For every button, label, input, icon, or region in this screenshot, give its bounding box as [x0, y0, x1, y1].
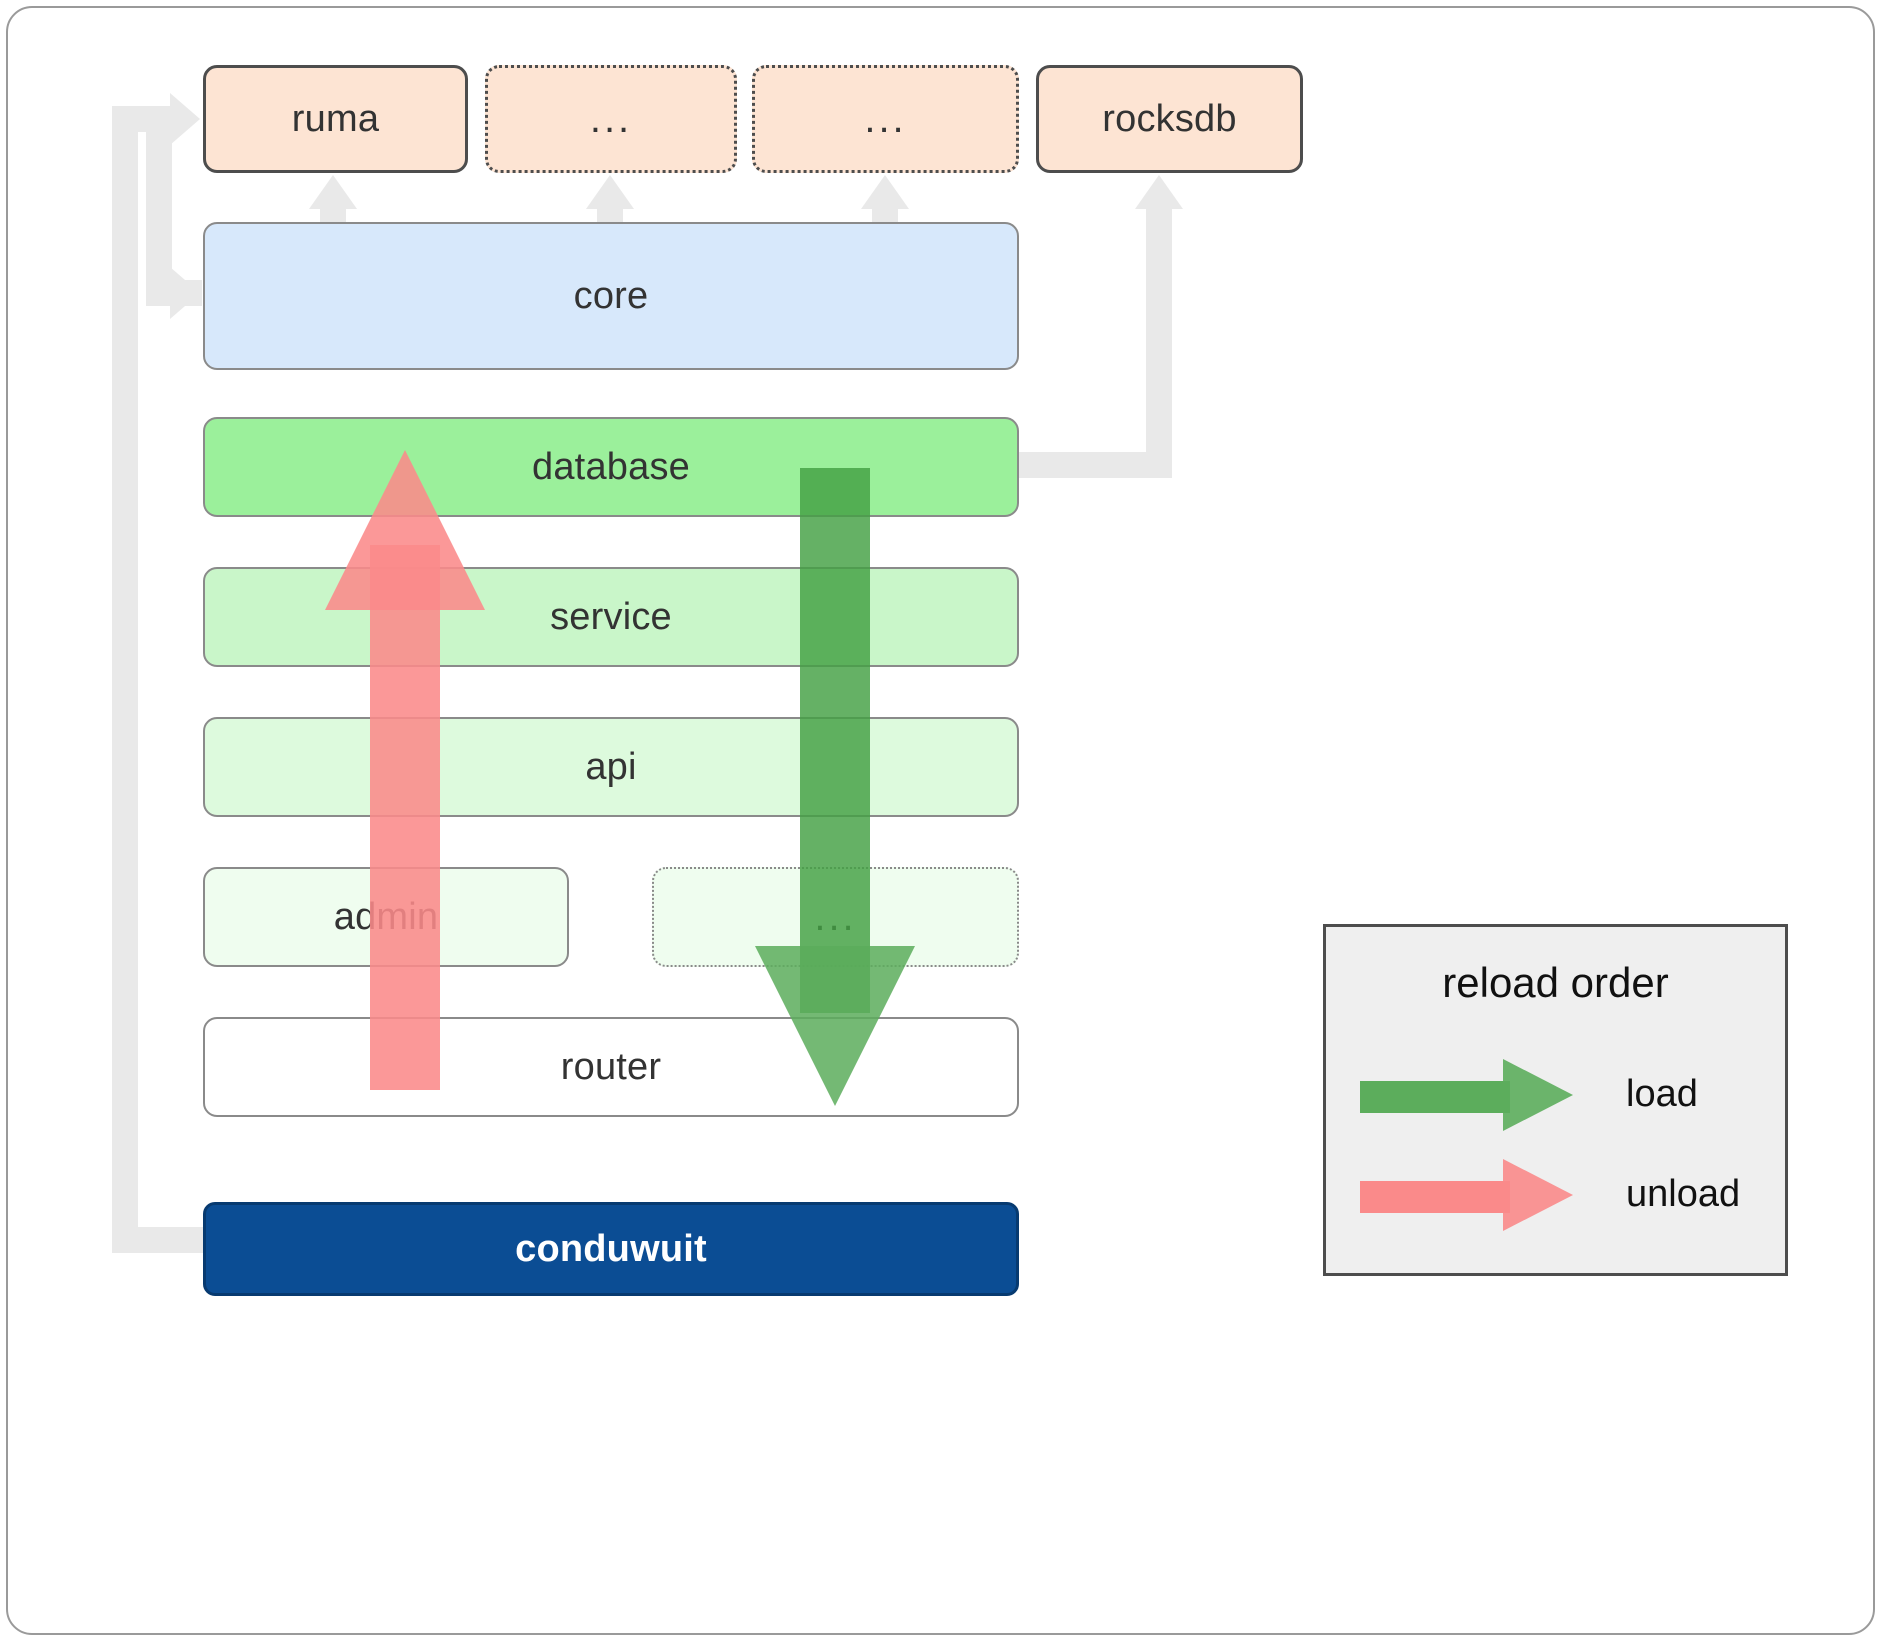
connector-core-to-dots1-arrowhead — [586, 175, 634, 209]
legend-item-load — [1360, 1059, 1620, 1135]
stack-label-service: service — [550, 595, 672, 638]
legend-unload-label: unload — [1626, 1173, 1741, 1215]
stack-box-api[interactable]: api — [203, 717, 1019, 817]
unload-arrow — [325, 450, 485, 1090]
dependency-label-ellipsis-2: ... — [864, 97, 907, 141]
legend-load-arrow-shaft — [1360, 1081, 1510, 1113]
stack-box-core[interactable]: core — [203, 222, 1019, 370]
legend-unload-arrow-head — [1503, 1159, 1573, 1231]
dependency-label-ruma: ruma — [291, 97, 380, 140]
load-arrow-head — [755, 946, 915, 1106]
dependency-box-ruma[interactable]: ruma — [203, 65, 468, 173]
unload-arrow-head — [325, 450, 485, 610]
legend-load-label: load — [1626, 1073, 1698, 1115]
stack-label-database: database — [532, 445, 690, 488]
dependency-label-rocksdb: rocksdb — [1102, 97, 1237, 140]
legend-load-arrow-head — [1503, 1059, 1573, 1131]
dependency-box-ellipsis-2[interactable]: ... — [752, 65, 1019, 173]
connector-conduwuit-trunk — [112, 106, 138, 1253]
stack-label-core: core — [573, 274, 649, 317]
connector-database-to-rocksdb-horizontal — [1012, 452, 1172, 478]
stack-label-router: router — [560, 1045, 662, 1088]
unload-arrow-shaft — [370, 545, 440, 1090]
binary-label-conduwuit: conduwuit — [515, 1227, 707, 1270]
connector-to-core-vertical — [146, 106, 172, 286]
legend-panel: reload order load unload — [1323, 924, 1788, 1276]
legend-item-unload — [1360, 1159, 1620, 1235]
dependency-box-ellipsis-1[interactable]: ... — [485, 65, 737, 173]
connector-conduwuit-bottom — [112, 1227, 212, 1253]
connector-to-core-arrowhead — [170, 267, 200, 319]
load-arrow — [755, 468, 915, 1106]
dependency-box-rocksdb[interactable]: rocksdb — [1036, 65, 1303, 173]
legend-title: reload order — [1442, 959, 1669, 1006]
connector-core-to-dots2-arrowhead — [861, 175, 909, 209]
connector-to-ruma-arrowhead — [170, 93, 200, 145]
connector-database-to-rocksdb-arrowhead — [1135, 175, 1183, 209]
connector-database-to-rocksdb-vertical — [1146, 205, 1172, 475]
connector-core-to-ruma-arrowhead — [309, 175, 357, 209]
legend-unload-arrow-shaft — [1360, 1181, 1510, 1213]
binary-box-conduwuit[interactable]: conduwuit — [203, 1202, 1019, 1296]
load-arrow-shaft — [800, 468, 870, 1013]
stack-label-api: api — [585, 745, 637, 788]
dependency-label-ellipsis-1: ... — [589, 97, 633, 141]
